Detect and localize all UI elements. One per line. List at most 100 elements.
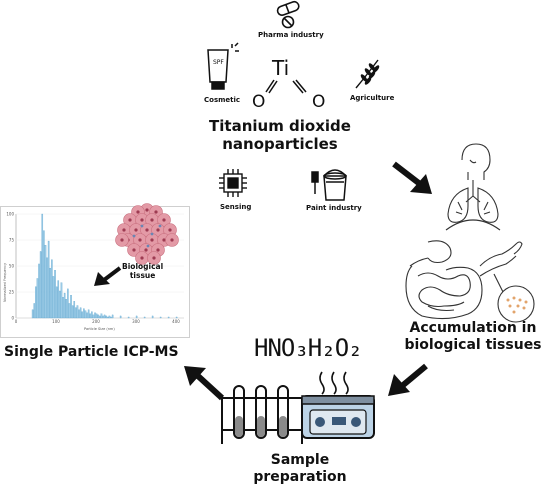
center-title: Titanium dioxide nanoparticles [200, 117, 360, 153]
histogram-bar [135, 315, 138, 319]
tissue-label-line2: tissue [129, 271, 156, 280]
histogram-bar [175, 316, 178, 319]
histogram-bar [167, 316, 170, 319]
histogram-bar [44, 245, 47, 319]
histogram-bar [89, 313, 92, 319]
spf-text: SPF [213, 59, 224, 66]
histogram-bar [54, 270, 56, 319]
histogram-bar [151, 315, 154, 319]
histogram-bar [63, 292, 66, 319]
tissue-cell-nucleus [145, 208, 149, 212]
histogram-bar [51, 259, 53, 319]
histogram-bar [70, 294, 72, 319]
histogram-bar [84, 310, 87, 319]
tissue-cell-nucleus [132, 248, 136, 252]
histogram-bar [39, 251, 42, 319]
capsule-icon [276, 0, 300, 29]
test-tubes-icon [221, 385, 303, 444]
tissue-cell-nucleus [140, 218, 144, 222]
ultrasonic-bath-icon [301, 371, 375, 439]
histogram-bar [67, 288, 69, 319]
histogram-bar [52, 276, 55, 319]
histogram-bar [75, 307, 77, 319]
histogram-y-tick: 75 [9, 238, 15, 243]
histogram-bar [87, 309, 90, 319]
single-particle-title: Single Particle ICP-MS [4, 344, 179, 360]
histogram-ylabel: Normalized Frequency [3, 263, 7, 302]
tissue-label-line1: Biological [122, 262, 164, 271]
histogram-bar [97, 314, 100, 319]
accumulation-line1: Accumulation in [409, 320, 537, 336]
arrow-to-spicpms [184, 366, 225, 401]
tissue-cell-nucleus [140, 256, 144, 260]
pharma-label: Pharma industry [258, 31, 324, 39]
accumulation-title: Accumulation in biological tissues [396, 320, 550, 354]
tissue-cell-nucleus [154, 210, 158, 214]
histogram-bar [103, 314, 106, 319]
histogram-bar [102, 315, 104, 319]
sunscreen-tube-icon: SPF [207, 42, 239, 90]
histogram-bar [99, 315, 101, 319]
o-atom-right: O [312, 92, 326, 112]
tissue-particle [140, 224, 144, 228]
histogram-y-tick: 0 [11, 316, 14, 321]
histogram-x-tick: 0 [15, 319, 18, 324]
sample-line2: preparation [253, 468, 347, 485]
histogram-x-tick: 400 [172, 319, 180, 324]
wheat-icon [355, 59, 380, 89]
histogram-bar [33, 303, 36, 319]
histogram-bar [79, 307, 82, 319]
arrow-to-accumulation [392, 161, 432, 194]
histogram-bar [119, 315, 122, 319]
tissue-cell-nucleus [145, 228, 149, 232]
tissue-cell-nucleus [162, 238, 166, 242]
histogram-bar [55, 286, 58, 319]
histogram-x-tick: 200 [92, 319, 100, 324]
histogram-bar [68, 303, 71, 319]
histogram-xlabel: Particle Size (nm) [84, 327, 115, 331]
tissue-particle [150, 232, 154, 236]
chip-icon [219, 169, 247, 197]
agriculture-label: Agriculture [350, 94, 395, 102]
tissue-cell-nucleus [152, 256, 156, 260]
tissue-cell-nucleus [134, 228, 138, 232]
paint-label: Paint industry [306, 204, 362, 212]
tissue-cell-nucleus [136, 210, 140, 214]
center-title-line2: nanoparticles [222, 135, 338, 153]
lungs-icon [445, 143, 501, 231]
histogram-bar [41, 213, 44, 319]
tissue-cell-nucleus [120, 238, 124, 242]
tissue-cell-nucleus [122, 228, 126, 232]
sample-prep-title: Sample preparation [248, 452, 352, 486]
tissue-cell-nucleus [162, 218, 166, 222]
arrow-to-tissue [94, 266, 122, 286]
histogram-bar [71, 305, 74, 319]
histogram-bar [65, 299, 68, 319]
histogram-bar [43, 230, 45, 319]
histogram-bar [127, 316, 130, 319]
histogram-bar [78, 309, 80, 319]
histogram-bar [35, 286, 37, 319]
histogram-bar [92, 314, 95, 319]
sensing-label: Sensing [220, 203, 252, 211]
histogram-x-ticks: 0 100 200 300 400 [15, 319, 181, 324]
histogram-bar [83, 308, 85, 319]
histogram-x-tick: 300 [132, 319, 140, 324]
tio2-bonds [265, 79, 307, 94]
histogram-x-tick: 100 [52, 319, 60, 324]
histogram-bar [31, 309, 34, 319]
center-title-line1: Titanium dioxide [209, 117, 351, 135]
histogram-bar [107, 316, 109, 319]
histogram-bar [73, 301, 76, 319]
histogram-bar [105, 315, 108, 319]
tissue-cell-nucleus [168, 228, 172, 232]
tissue-cell-nucleus [170, 238, 174, 242]
histogram-bar [59, 290, 61, 319]
histogram-bar [49, 267, 52, 319]
tissue-cell-nucleus [150, 238, 154, 242]
histogram-bar [36, 278, 39, 319]
tissue-particle [132, 234, 136, 238]
paint-bucket-icon [311, 169, 347, 201]
histogram-bar [94, 312, 96, 319]
histogram-bar [62, 297, 64, 319]
